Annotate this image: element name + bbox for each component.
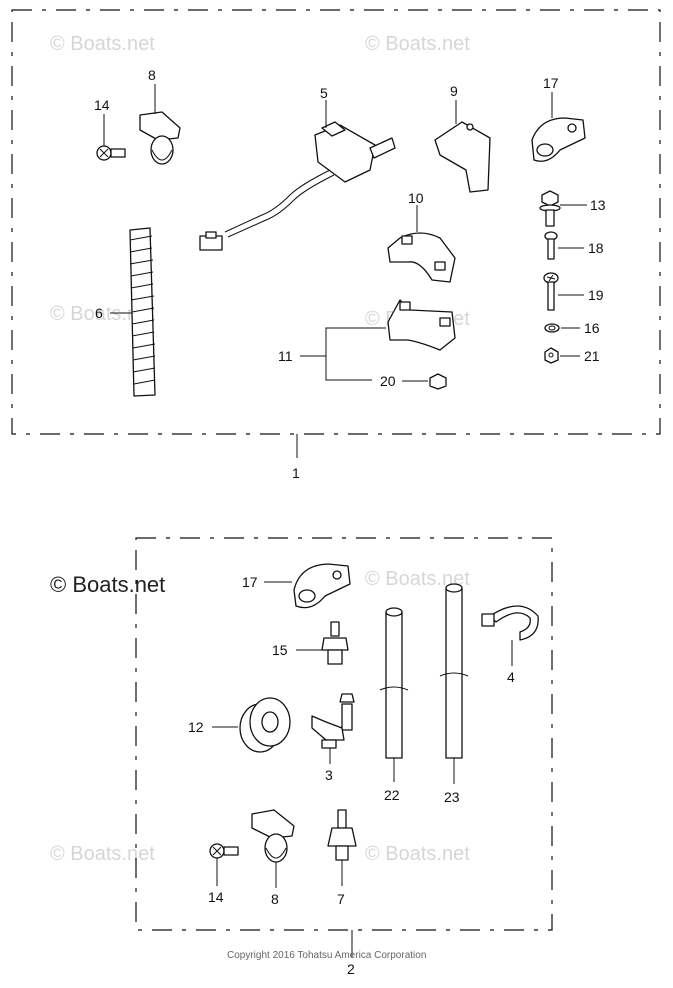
part-9-bracket — [434, 121, 491, 193]
part-15-fitting — [321, 621, 349, 665]
callout-17-kit2: 17 — [242, 574, 258, 590]
callout-8-kit1: 8 — [148, 67, 156, 83]
kit2-boundary — [135, 537, 553, 931]
part-12-grommet — [239, 697, 291, 753]
part-11-half-clamp — [387, 299, 456, 351]
callout-3: 3 — [325, 767, 333, 783]
watermark-6: © Boats.net — [50, 843, 155, 865]
part-5-switch-harness — [199, 121, 396, 251]
part-16-washer — [544, 323, 560, 333]
callout-21: 21 — [584, 348, 600, 364]
part-17-clamp — [531, 117, 586, 162]
callout-18: 18 — [588, 240, 604, 256]
part-17-clamp-kit2 — [293, 563, 351, 609]
part-14-screw — [96, 145, 126, 161]
callout-10: 10 — [408, 190, 424, 206]
callout-16: 16 — [584, 320, 600, 336]
callout-11: 11 — [278, 348, 293, 364]
part-4-cable-tie — [481, 605, 539, 641]
callout-23: 23 — [444, 789, 460, 805]
part-7-fitting — [327, 809, 357, 861]
part-14-screw-kit2 — [209, 843, 239, 859]
kit2-label: 2 — [347, 961, 355, 977]
callout-17-kit1: 17 — [543, 75, 559, 91]
watermark-2: © Boats.net — [365, 33, 470, 55]
callout-14-kit2: 14 — [208, 889, 224, 905]
callout-15: 15 — [272, 642, 288, 658]
part-3-elbow-fitting — [311, 693, 355, 749]
callout-8-kit2: 8 — [271, 891, 279, 907]
part-19-screw — [543, 272, 559, 311]
callout-5: 5 — [320, 85, 328, 101]
watermark-5: © Boats.net — [365, 568, 470, 590]
kit1-label: 1 — [292, 465, 300, 481]
callout-14-kit1: 14 — [94, 97, 110, 113]
copyright-text: Copyright 2016 Tohatsu America Corporati… — [227, 950, 426, 961]
kit1-boundary — [11, 9, 661, 435]
callout-22: 22 — [384, 787, 400, 803]
callout-12: 12 — [188, 719, 204, 735]
callout-19: 19 — [588, 287, 604, 303]
part-20-nut — [429, 373, 447, 390]
part-21-nut — [544, 347, 559, 364]
callout-20: 20 — [380, 373, 396, 389]
watermark-7: © Boats.net — [365, 843, 470, 865]
callout-4: 4 — [507, 669, 515, 685]
part-18-screw — [544, 231, 558, 260]
part-22-hose — [379, 607, 409, 759]
part-23-hose — [439, 583, 469, 759]
part-6-spiral-wrap — [129, 227, 156, 397]
part-10-half-clamp — [387, 232, 456, 283]
watermark-1: © Boats.net — [50, 33, 155, 55]
part-8-clamp — [139, 111, 181, 165]
callout-9: 9 — [450, 83, 458, 99]
part-8-clamp-kit2 — [251, 809, 295, 863]
watermark-main: © Boats.net — [50, 572, 165, 597]
callout-7: 7 — [337, 891, 345, 907]
part-13-bolt — [539, 190, 561, 227]
callout-6: 6 — [95, 305, 103, 321]
callout-13: 13 — [590, 197, 606, 213]
watermark-3: © Boats.net — [50, 303, 155, 325]
